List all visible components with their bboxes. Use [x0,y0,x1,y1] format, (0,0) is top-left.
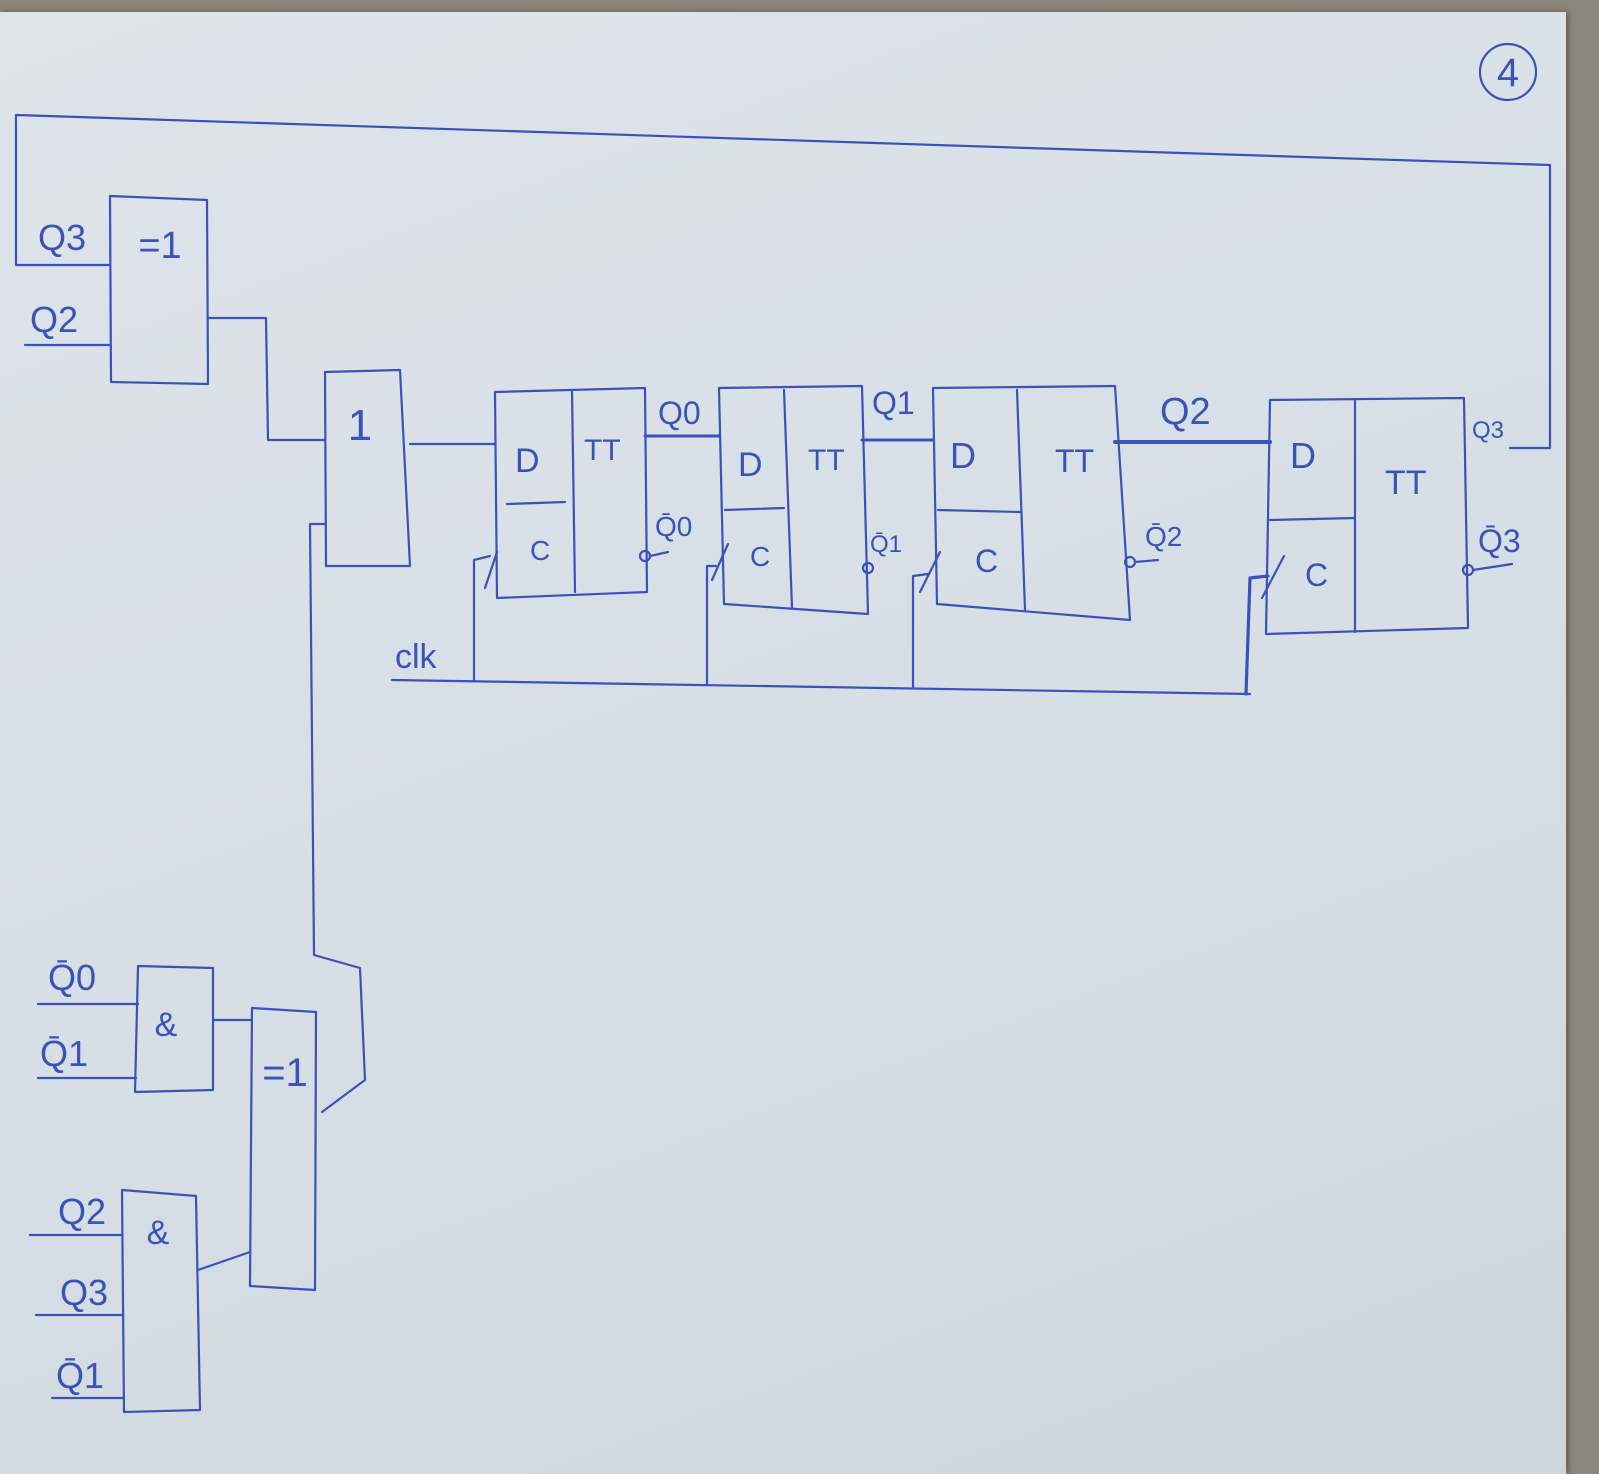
ff0-d-label: D [515,442,540,480]
ff1-box [717,384,870,616]
clock-tap-ff3 [1244,574,1270,696]
ff1-q-label: Q1 [872,385,915,421]
ff0-tt-label: TT [584,434,621,467]
and-upper-gate-label: & [155,1006,178,1044]
ff2-q-label: Q2 [1160,391,1211,433]
ff0-q-label: Q0 [658,395,701,431]
clock-label: clk [395,638,438,676]
ff3-tt-label: TT [1385,464,1427,502]
ff3-clock-mark [1260,554,1286,600]
ff0-clock-mark [483,550,499,590]
paper-sheet [0,12,1566,1474]
page-number: 4 [1497,51,1519,95]
and-lower-output-wire [196,1250,252,1272]
clock-tap-ff2 [911,572,930,690]
ff1-qbar-bubble [861,561,875,575]
page-number-circle [1478,42,1538,102]
ff0-box [493,386,649,600]
and-upper-input-a-label: Q̄0 [48,957,96,998]
ff0-c-label: C [530,535,550,566]
xor-top-gate-label: =1 [138,225,181,267]
and-lower-gate-label: & [147,1214,170,1252]
clock-tap-ff1 [705,564,718,686]
ff0-divider-vertical [570,388,577,594]
ff1-divider-horizontal [723,506,786,512]
ff0-divider-horizontal [505,500,567,506]
and-lower-input-a-label: Q2 [58,1191,106,1232]
ff1-d-label: D [738,446,763,484]
ff2-divider-horizontal [936,508,1022,514]
ff2-clock-mark [918,550,942,594]
ff0-qbar-stub [648,550,670,558]
xor-bottom-gate-box [248,1006,318,1292]
and-lower-gate-box [120,1188,202,1414]
ff3-qbar-stub [1471,562,1514,572]
and-lower-input-c-label: Q̄1 [56,1355,104,1396]
ff2-c-label: C [975,543,998,579]
clock-tap-ff0 [472,554,492,683]
ff1-tt-label: TT [808,444,845,477]
and-upper-gate-box [133,964,215,1094]
ff2-d-label: D [950,435,976,476]
feedback-wire-q3 [14,113,1552,450]
and-upper-input-b-label: Q̄1 [40,1033,88,1074]
xor-top-gate-box [108,194,210,386]
clock-bus [390,678,1252,696]
or-main-lower-input-wire [308,522,367,1114]
ff1-clock-mark [710,542,730,582]
ff2-box [931,384,1132,622]
ff2-tt-label: TT [1055,443,1094,479]
ff3-qbar-label: Q̄3 [1478,523,1521,559]
xor-top-output-wire [206,316,327,442]
ff2-divider-vertical [1015,388,1027,612]
ff3-q-label: Q3 [1472,417,1504,444]
or-main-gate-box [323,368,412,568]
or-main-gate-label: 1 [348,401,372,450]
ff2-qbar-stub [1133,558,1160,564]
ff1-qbar-label: Q̄1 [870,531,902,558]
ff1-c-label: C [750,541,770,572]
xor-top-input-q2-label: Q2 [30,299,78,340]
ff3-box [1264,396,1470,636]
xor-top-input-q3-label: Q3 [38,217,86,258]
ff3-divider-horizontal [1268,516,1357,522]
ff0-qbar-label: Q̄0 [655,511,692,542]
xor-bottom-gate-label: =1 [262,1051,308,1095]
ff3-c-label: C [1305,557,1328,593]
and-lower-input-b-label: Q3 [60,1272,108,1313]
ff0-qbar-bubble [638,549,652,563]
ff3-d-label: D [1290,435,1316,476]
ff2-qbar-label: Q̄2 [1145,521,1182,552]
ff1-divider-vertical [782,388,794,610]
